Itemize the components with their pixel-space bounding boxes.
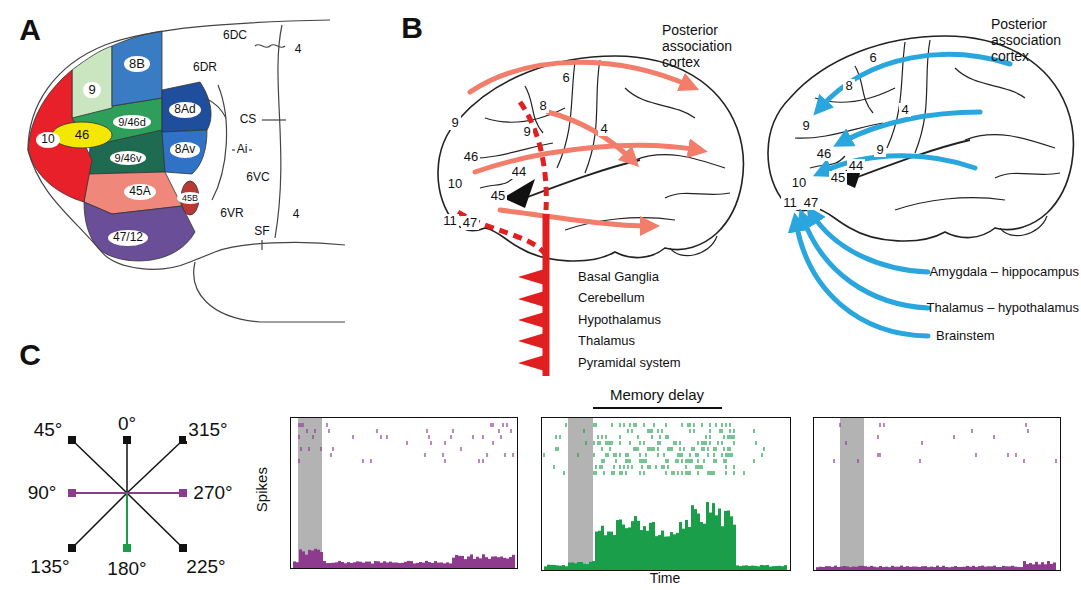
sulcus-label: CS (238, 113, 259, 127)
area-label: 10 (36, 132, 59, 148)
panel-letter: A (19, 13, 41, 48)
area-label: 8Av (170, 142, 200, 158)
area-label: 9/46d (113, 115, 151, 130)
area-label: 47/12 (108, 230, 148, 246)
direction-label: 135° (28, 556, 71, 578)
target-label: Thalamus (578, 334, 635, 349)
panel-letter: B (401, 11, 423, 46)
direction-label: 270° (191, 482, 234, 504)
brodmann-number: 45 (829, 171, 847, 186)
sulcus-label: Ai (235, 143, 250, 157)
brodmann-number: 11 (781, 196, 799, 211)
source-label: Brainstem (936, 329, 995, 344)
target-label: Basal Ganglia (578, 270, 659, 285)
axis-label: Spikes (253, 467, 270, 512)
brodmann-number: 11 (441, 214, 459, 229)
area-label: 6VC (244, 171, 271, 185)
sulcus-label: SF (252, 225, 271, 239)
brodmann-number: 4 (899, 103, 910, 118)
area-label: 46 (73, 128, 91, 143)
area-label: 4 (291, 208, 302, 222)
brodmann-number: 9 (800, 119, 811, 134)
area-label: 45B (177, 192, 203, 204)
period-label: Memory delay (610, 386, 704, 403)
brodmann-number: 10 (446, 177, 464, 192)
region-label: Posterior association cortex (662, 22, 760, 70)
area-label: 9/46v (110, 151, 147, 166)
area-label: 4 (293, 43, 304, 57)
direction-label: 180° (105, 558, 148, 580)
brodmann-number: 47 (461, 216, 479, 231)
area-label: 8Ad (169, 102, 200, 118)
axis-label: Time (650, 570, 681, 586)
brodmann-number: 47 (802, 196, 820, 211)
brodmann-number: 9 (874, 143, 885, 158)
brodmann-number: 10 (790, 176, 808, 191)
area-label: 9 (83, 82, 100, 99)
direction-label: 225° (184, 556, 227, 578)
brodmann-number: 45 (489, 189, 507, 204)
brodmann-number: 6 (867, 51, 878, 66)
panel-letter: C (19, 338, 41, 373)
brodmann-number: 46 (815, 147, 833, 162)
source-label: Thalamus – hypothalamus (927, 301, 1079, 316)
brodmann-number: 8 (843, 79, 854, 94)
direction-label: 0° (116, 413, 138, 435)
brodmann-number: 8 (537, 99, 548, 114)
direction-label: 45° (32, 419, 65, 441)
area-label: 6DC (221, 29, 249, 43)
target-label: Pyramidal system (578, 356, 681, 371)
brodmann-number: 4 (598, 122, 609, 137)
direction-label: 90° (26, 482, 59, 504)
area-label: 6VR (218, 207, 245, 221)
area-label: 45A (124, 184, 155, 200)
area-label: 8B (124, 56, 150, 73)
area-label: 6DR (191, 61, 219, 75)
region-label: Posterior association cortex (991, 16, 1079, 64)
brodmann-number: 44 (510, 165, 528, 180)
target-label: Hypothalamus (578, 313, 661, 328)
brodmann-number: 46 (462, 150, 480, 165)
target-label: Cerebellum (578, 291, 644, 306)
direction-label: 315° (186, 419, 229, 441)
brodmann-number: 44 (847, 159, 865, 174)
brodmann-number: 6 (560, 71, 571, 86)
brodmann-number: 9 (449, 116, 460, 131)
source-label: Amygdala – hippocampus (929, 265, 1079, 280)
brodmann-number: 9 (521, 125, 532, 140)
